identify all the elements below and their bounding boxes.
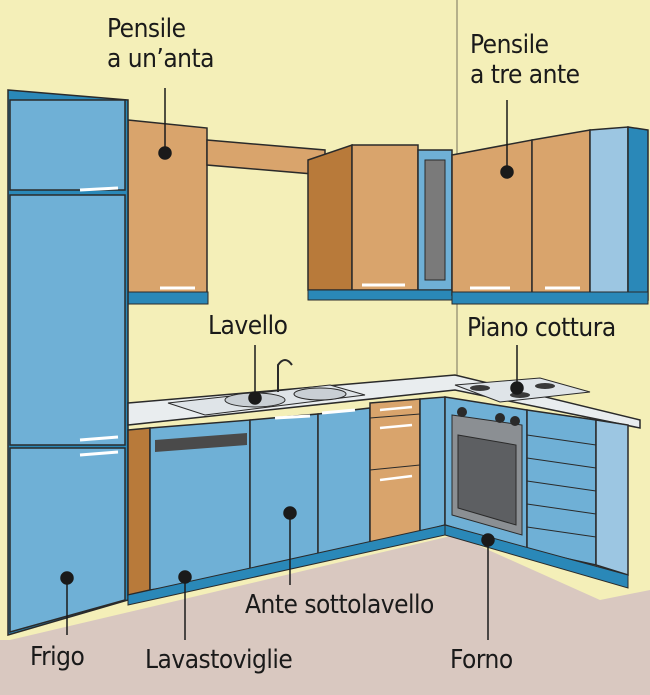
base-cabinets-left	[127, 396, 446, 606]
label-pensile-un-anta-line2: a un’anta	[107, 44, 215, 74]
label-lavello: Lavello	[208, 311, 288, 341]
base-cabinets-right	[444, 396, 629, 589]
leader-lines	[60, 88, 524, 640]
pensile-tre-ante	[451, 126, 649, 305]
label-pensile-tre-ante: Pensile a tre ante	[470, 30, 580, 90]
label-pensile-tre-ante-line1: Pensile	[470, 30, 549, 60]
label-frigo: Frigo	[30, 642, 85, 672]
sink	[167, 359, 366, 416]
pensile-un-anta	[127, 119, 209, 305]
label-lavastoviglie: Lavastoviglie	[145, 645, 293, 675]
label-pensile-un-anta: Pensile a un’anta	[107, 14, 215, 74]
label-forno: Forno	[450, 645, 513, 675]
label-pensile-un-anta-line1: Pensile	[107, 14, 186, 44]
frigo-column	[7, 89, 129, 636]
label-piano-cottura: Piano cottura	[467, 313, 616, 343]
pensili-centrali	[307, 143, 453, 301]
label-pensile-tre-ante-line2: a tre ante	[470, 60, 580, 90]
label-ante-sottolavello: Ante sottolavello	[245, 590, 434, 620]
